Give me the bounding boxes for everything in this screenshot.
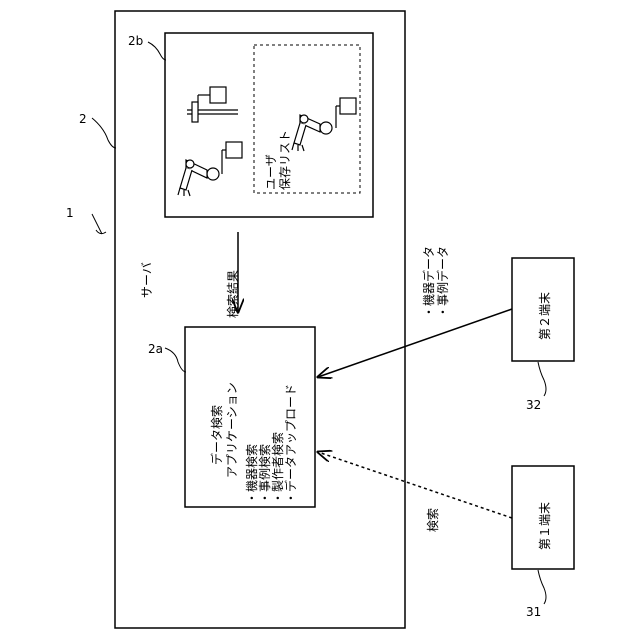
- terminal1-label: 第１端末: [536, 502, 553, 550]
- search-result-label: 検索結果: [224, 270, 241, 318]
- ref-leader-32: [538, 362, 546, 396]
- ref-terminal1: 31: [526, 606, 541, 618]
- case-data-label: ・事例データ: [434, 246, 451, 318]
- ref-app: 2a: [148, 343, 163, 355]
- ref-leader-31: [538, 570, 546, 604]
- ref-storage: 2b: [128, 35, 143, 47]
- app-title-line2: アプリケーション: [223, 382, 240, 478]
- user-list-label-line2: 保存リスト: [276, 130, 293, 190]
- app-item-data-upload: ・データアップロード: [282, 384, 299, 504]
- search-label: 検索: [424, 508, 441, 532]
- robot-arm-icon: [187, 87, 238, 122]
- search-request-arrow: [318, 452, 512, 518]
- ref-terminal2: 32: [526, 399, 541, 411]
- ref-leader-2: [92, 118, 116, 148]
- server-label: サーバ: [138, 262, 155, 298]
- robot-arm-icon: [178, 142, 242, 196]
- ref-system: 1: [66, 207, 74, 219]
- ref-leader-2b: [148, 42, 166, 60]
- robot-arm-icon: [292, 98, 356, 151]
- ref-server: 2: [79, 113, 87, 125]
- ref-leader-2a: [165, 348, 186, 372]
- server-box: [115, 11, 405, 628]
- data-upload-arrow: [318, 309, 512, 377]
- terminal2-label: 第２端末: [536, 292, 553, 340]
